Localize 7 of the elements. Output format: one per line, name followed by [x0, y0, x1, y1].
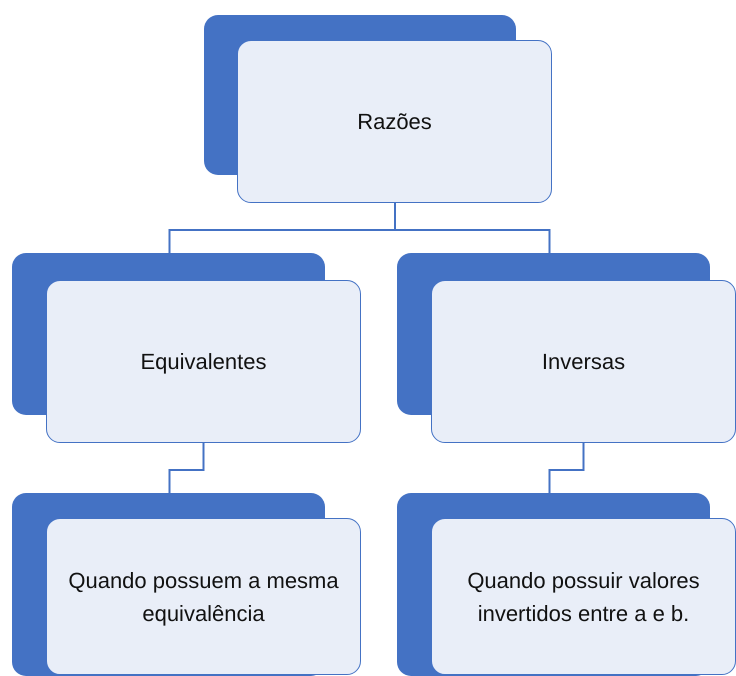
node-text: Razões — [357, 108, 432, 136]
node-text: Inversas — [542, 348, 626, 376]
node-text: Quando possuem a mesma equivalência — [67, 566, 340, 628]
node-text: Equivalentes — [140, 348, 266, 376]
node-text: Quando possuir valores invertidos entre a e b. — [466, 566, 701, 628]
connector-line — [168, 443, 204, 493]
connector-line — [548, 443, 584, 493]
